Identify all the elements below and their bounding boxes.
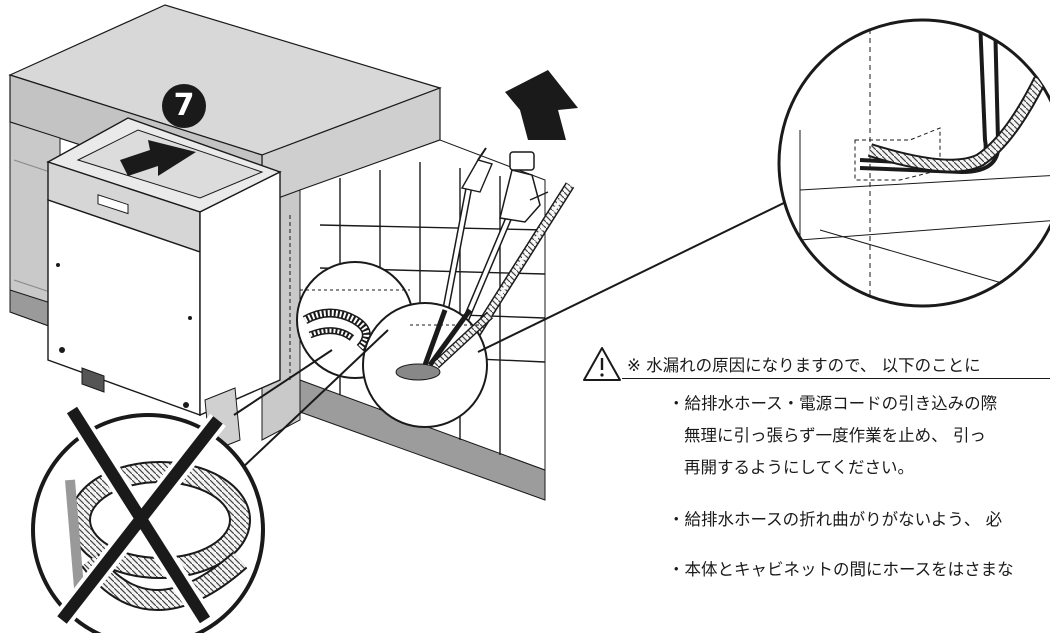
prohibited-x-icon — [54, 404, 226, 627]
detail-magnified-view — [777, 18, 1050, 308]
opening-detail-right — [362, 302, 494, 428]
warning-triangle-icon — [583, 347, 621, 381]
push-arrow-icon — [120, 140, 196, 176]
pull-up-arrow-icon — [505, 70, 578, 140]
caution-item-3: ・本体とキャビネットの間にホースをはさまな — [668, 560, 1014, 579]
caution-item-1-line-2: 無理に引っ張らず一度作業を止め、 引っ — [684, 426, 986, 445]
caution-heading: ※ 水漏れの原因になりますので、 以下のことに — [627, 356, 981, 375]
step-number-badge: 7 — [162, 84, 206, 128]
caution-item-1-line-1: ・給排水ホース・電源コードの引き込みの際 — [668, 394, 998, 413]
dishwasher-unit — [46, 117, 282, 453]
prohibited-bent-hose — [31, 404, 265, 637]
caution-item-2: ・給排水ホースの折れ曲がりがないよう、 必 — [668, 510, 1003, 529]
caution-underline — [622, 378, 1050, 379]
leader-lines — [233, 199, 791, 471]
caution-item-1-line-3: 再開するようにしてください。 — [684, 458, 915, 477]
hoses-and-cords — [432, 147, 575, 368]
